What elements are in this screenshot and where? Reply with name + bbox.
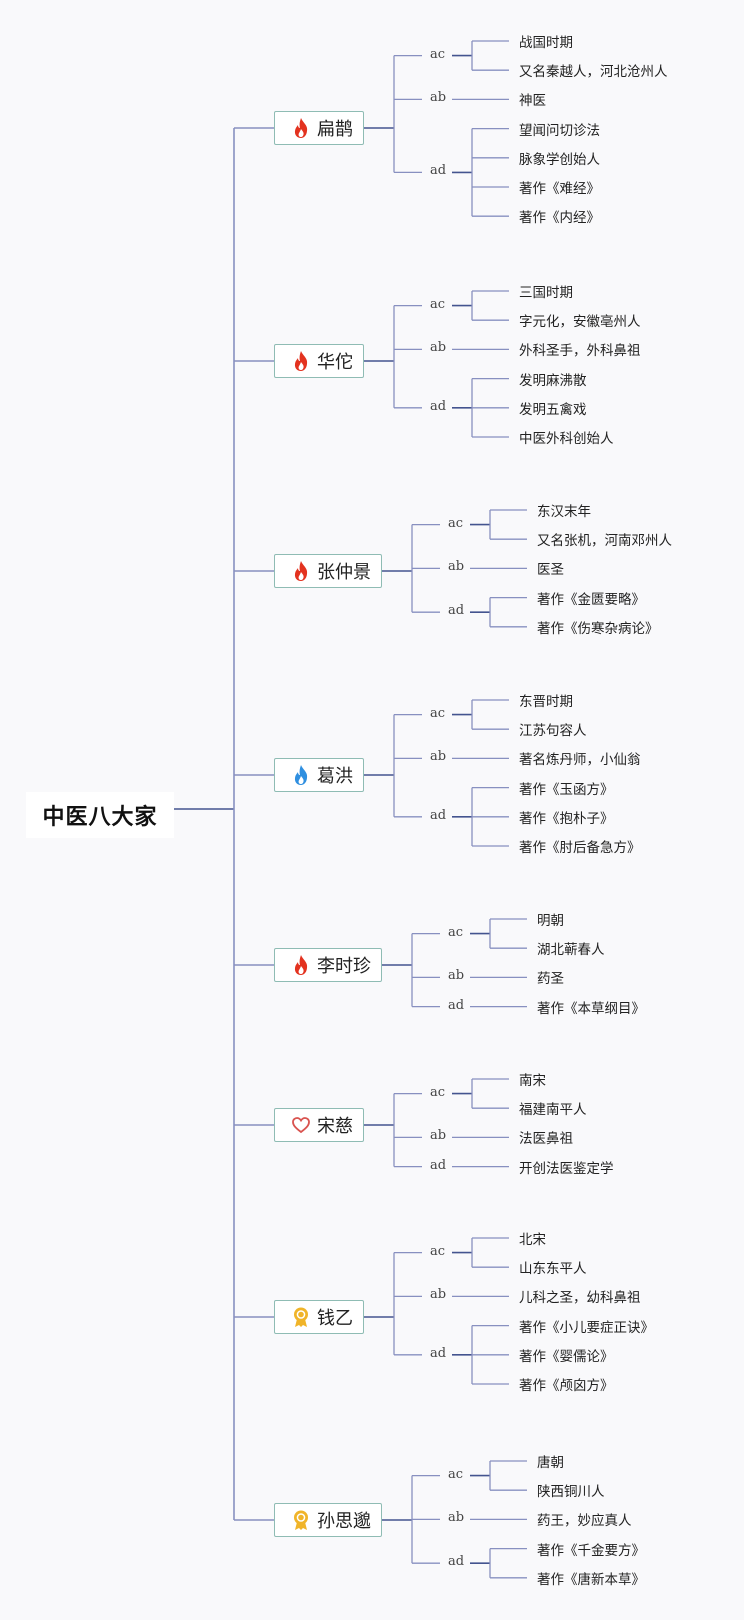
leaf-item: 江苏句容人 — [519, 723, 587, 740]
medal-icon — [291, 1509, 317, 1531]
leaf-item: 著作《金匮要略》 — [537, 591, 645, 608]
leaf-item: 医圣 — [537, 562, 564, 579]
leaf-item: 法医鼻祖 — [519, 1131, 573, 1148]
doctor-node[interactable]: 张仲景 — [274, 554, 382, 588]
group-key-ab: ab — [448, 559, 465, 575]
doctor-node[interactable]: 孙思邈 — [274, 1503, 382, 1537]
leaf-item: 又名张机，河南邓州人 — [537, 533, 672, 550]
leaf-item: 明朝 — [537, 913, 564, 929]
medal-icon — [291, 1306, 317, 1328]
group-key-ad: ad — [430, 1345, 447, 1361]
doctor-name: 扁鹊 — [317, 119, 353, 140]
doctor-name: 李时珍 — [317, 956, 371, 977]
doctor-node[interactable]: 李时珍 — [274, 948, 382, 982]
leaf-item: 中医外科创始人 — [519, 431, 614, 447]
leaf-item: 神医 — [519, 93, 546, 110]
doctor-node[interactable]: 葛洪 — [274, 758, 364, 792]
group-key-ac: ac — [430, 296, 446, 312]
group-key-ac: ac — [430, 705, 446, 721]
group-key-ad: ad — [430, 807, 447, 823]
group-key-ad: ad — [448, 1554, 465, 1570]
leaf-item: 发明五禽戏 — [519, 401, 587, 418]
doctor-name: 华佗 — [317, 352, 353, 373]
group-key-ac: ac — [448, 924, 464, 940]
leaf-item: 药王，妙应真人 — [537, 1513, 632, 1530]
leaf-item: 开创法医鉴定学 — [519, 1160, 614, 1177]
group-key-ab: ab — [430, 340, 447, 356]
leaf-item: 发明麻沸散 — [519, 372, 587, 389]
leaf-item: 外科圣手，外科鼻祖 — [519, 343, 641, 360]
leaf-item: 东汉末年 — [537, 504, 591, 520]
leaf-item: 脉象学创始人 — [519, 151, 600, 168]
leaf-item: 又名秦越人，河北沧州人 — [519, 64, 668, 81]
group-key-ab: ab — [448, 1510, 465, 1526]
leaf-item: 著作《伤寒杂病论》 — [537, 620, 659, 637]
leaf-item: 福建南平人 — [519, 1102, 587, 1119]
heart-icon — [291, 1114, 317, 1136]
doctor-name: 孙思邈 — [317, 1511, 371, 1532]
leaf-item: 著作《小儿要症正诀》 — [519, 1319, 654, 1336]
group-key-ad: ad — [430, 398, 447, 414]
root-title: 中医八大家 — [42, 805, 158, 830]
group-key-ad: ad — [430, 1157, 447, 1173]
doctor-name: 宋慈 — [317, 1116, 353, 1137]
fire-icon — [291, 954, 317, 976]
doctor-node[interactable]: 钱乙 — [274, 1300, 364, 1334]
group-key-ac: ac — [448, 1466, 464, 1482]
doctor-name: 张仲景 — [317, 562, 371, 583]
leaf-item: 著作《抱朴子》 — [519, 810, 614, 827]
leaf-item: 著作《千金要方》 — [537, 1542, 645, 1559]
leaf-item: 著作《玉函方》 — [519, 781, 614, 798]
group-key-ab: ab — [430, 1128, 447, 1144]
leaf-item: 三国时期 — [519, 285, 573, 301]
leaf-item: 著作《难经》 — [519, 181, 600, 197]
leaf-item: 儿科之圣，幼科鼻祖 — [519, 1290, 641, 1307]
group-key-ab: ab — [448, 968, 465, 984]
leaf-item: 湖北蕲春人 — [537, 942, 605, 959]
group-key-ad: ad — [430, 163, 447, 179]
leaf-item: 字元化，安徽亳州人 — [519, 314, 641, 331]
fire-icon — [291, 350, 317, 372]
doctor-node[interactable]: 扁鹊 — [274, 111, 364, 145]
leaf-item: 南宋 — [519, 1073, 546, 1089]
leaf-item: 著作《颅囟方》 — [519, 1378, 614, 1394]
leaf-item: 唐朝 — [537, 1455, 564, 1471]
group-key-ac: ac — [430, 1243, 446, 1259]
doctor-name: 钱乙 — [317, 1308, 353, 1329]
leaf-item: 山东东平人 — [519, 1261, 587, 1278]
leaf-item: 战国时期 — [519, 35, 573, 51]
fire-icon — [291, 117, 317, 139]
group-key-ab: ab — [430, 749, 447, 765]
group-key-ad: ad — [448, 997, 465, 1013]
leaf-item: 著作《肘后备急方》 — [519, 840, 641, 856]
group-key-ab: ab — [430, 1287, 447, 1303]
root-node[interactable]: 中医八大家 — [26, 792, 174, 838]
doctor-node[interactable]: 华佗 — [274, 344, 364, 378]
group-key-ac: ac — [448, 515, 464, 531]
leaf-item: 著作《内经》 — [519, 210, 600, 227]
fire-icon — [291, 560, 317, 582]
leaf-item: 望闻问切诊法 — [519, 122, 600, 139]
group-key-ac: ac — [430, 46, 446, 62]
group-key-ac: ac — [430, 1084, 446, 1100]
group-key-ab: ab — [430, 90, 447, 106]
leaf-item: 东晋时期 — [519, 694, 573, 710]
leaf-item: 著名炼丹师，小仙翁 — [519, 752, 641, 769]
leaf-item: 陕西铜川人 — [537, 1484, 605, 1501]
leaf-item: 药圣 — [537, 971, 564, 988]
leaf-item: 著作《婴儒论》 — [519, 1348, 614, 1365]
doctor-name: 葛洪 — [317, 766, 353, 787]
water-drop-icon — [291, 764, 317, 786]
doctor-node[interactable]: 宋慈 — [274, 1108, 364, 1142]
leaf-item: 北宋 — [519, 1232, 546, 1248]
leaf-item: 著作《唐新本草》 — [537, 1571, 645, 1588]
group-key-ad: ad — [448, 603, 465, 619]
leaf-item: 著作《本草纲目》 — [537, 1000, 645, 1017]
